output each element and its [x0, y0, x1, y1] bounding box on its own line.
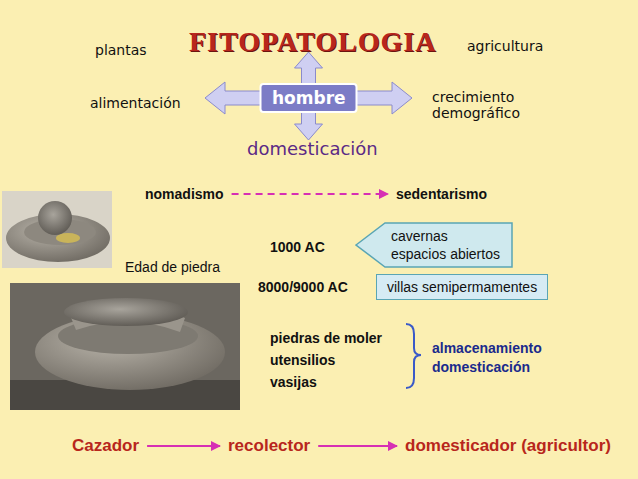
evolution-term: Cazador [72, 436, 139, 456]
connector-arrow [232, 193, 388, 195]
callout-box: cavernas espacios abiertos [355, 222, 513, 268]
date-label: 1000 AC [270, 239, 325, 255]
side-word: agricultura [467, 38, 543, 54]
arrow-horizontal [205, 82, 412, 114]
stage-term: nomadismo [145, 185, 224, 203]
node-text: hombre [272, 88, 346, 108]
callout-outline [356, 223, 512, 267]
side-word: plantas [95, 42, 147, 58]
stone-photo-small [2, 191, 112, 268]
photo-caption: Edad de piedra [125, 259, 220, 275]
connector-arrow [147, 445, 220, 447]
evolution-term: domesticador (agricultor) [405, 436, 611, 456]
node-text: sedentarismo [396, 186, 487, 202]
node-text: domesticador (agricultor) [405, 436, 611, 456]
curly-brace [406, 324, 421, 388]
center-box [261, 84, 357, 112]
stone-photo-large [10, 283, 240, 410]
tool-item: piedras de moler [270, 330, 382, 346]
connector-arrow [318, 445, 397, 447]
node-text: Cazador [72, 436, 139, 456]
node-text: cavernas espacios abiertos [391, 227, 503, 263]
tool-item: utensilios [270, 352, 335, 368]
central-cross-arrow: hombre [205, 52, 412, 140]
diagram-title: FITOPATOLOGIA [189, 26, 436, 58]
result-item: almacenamiento [432, 340, 542, 356]
tool-item: vasijas [270, 374, 317, 390]
result-item: domesticación [432, 359, 530, 375]
node-text: recolector [228, 436, 310, 456]
node-text: nomadismo [145, 186, 224, 202]
info-box: villas semipermamentes [376, 274, 548, 300]
node-text: villas semipermamentes [387, 279, 537, 295]
stage-term: sedentarismo [396, 185, 487, 203]
side-word: crecimiento demográfico [432, 89, 544, 121]
side-word: alimentación [90, 95, 181, 111]
domestication-label: domesticación [247, 138, 378, 159]
evolution-term: recolector [228, 436, 310, 456]
date-label: 8000/9000 AC [258, 279, 348, 295]
